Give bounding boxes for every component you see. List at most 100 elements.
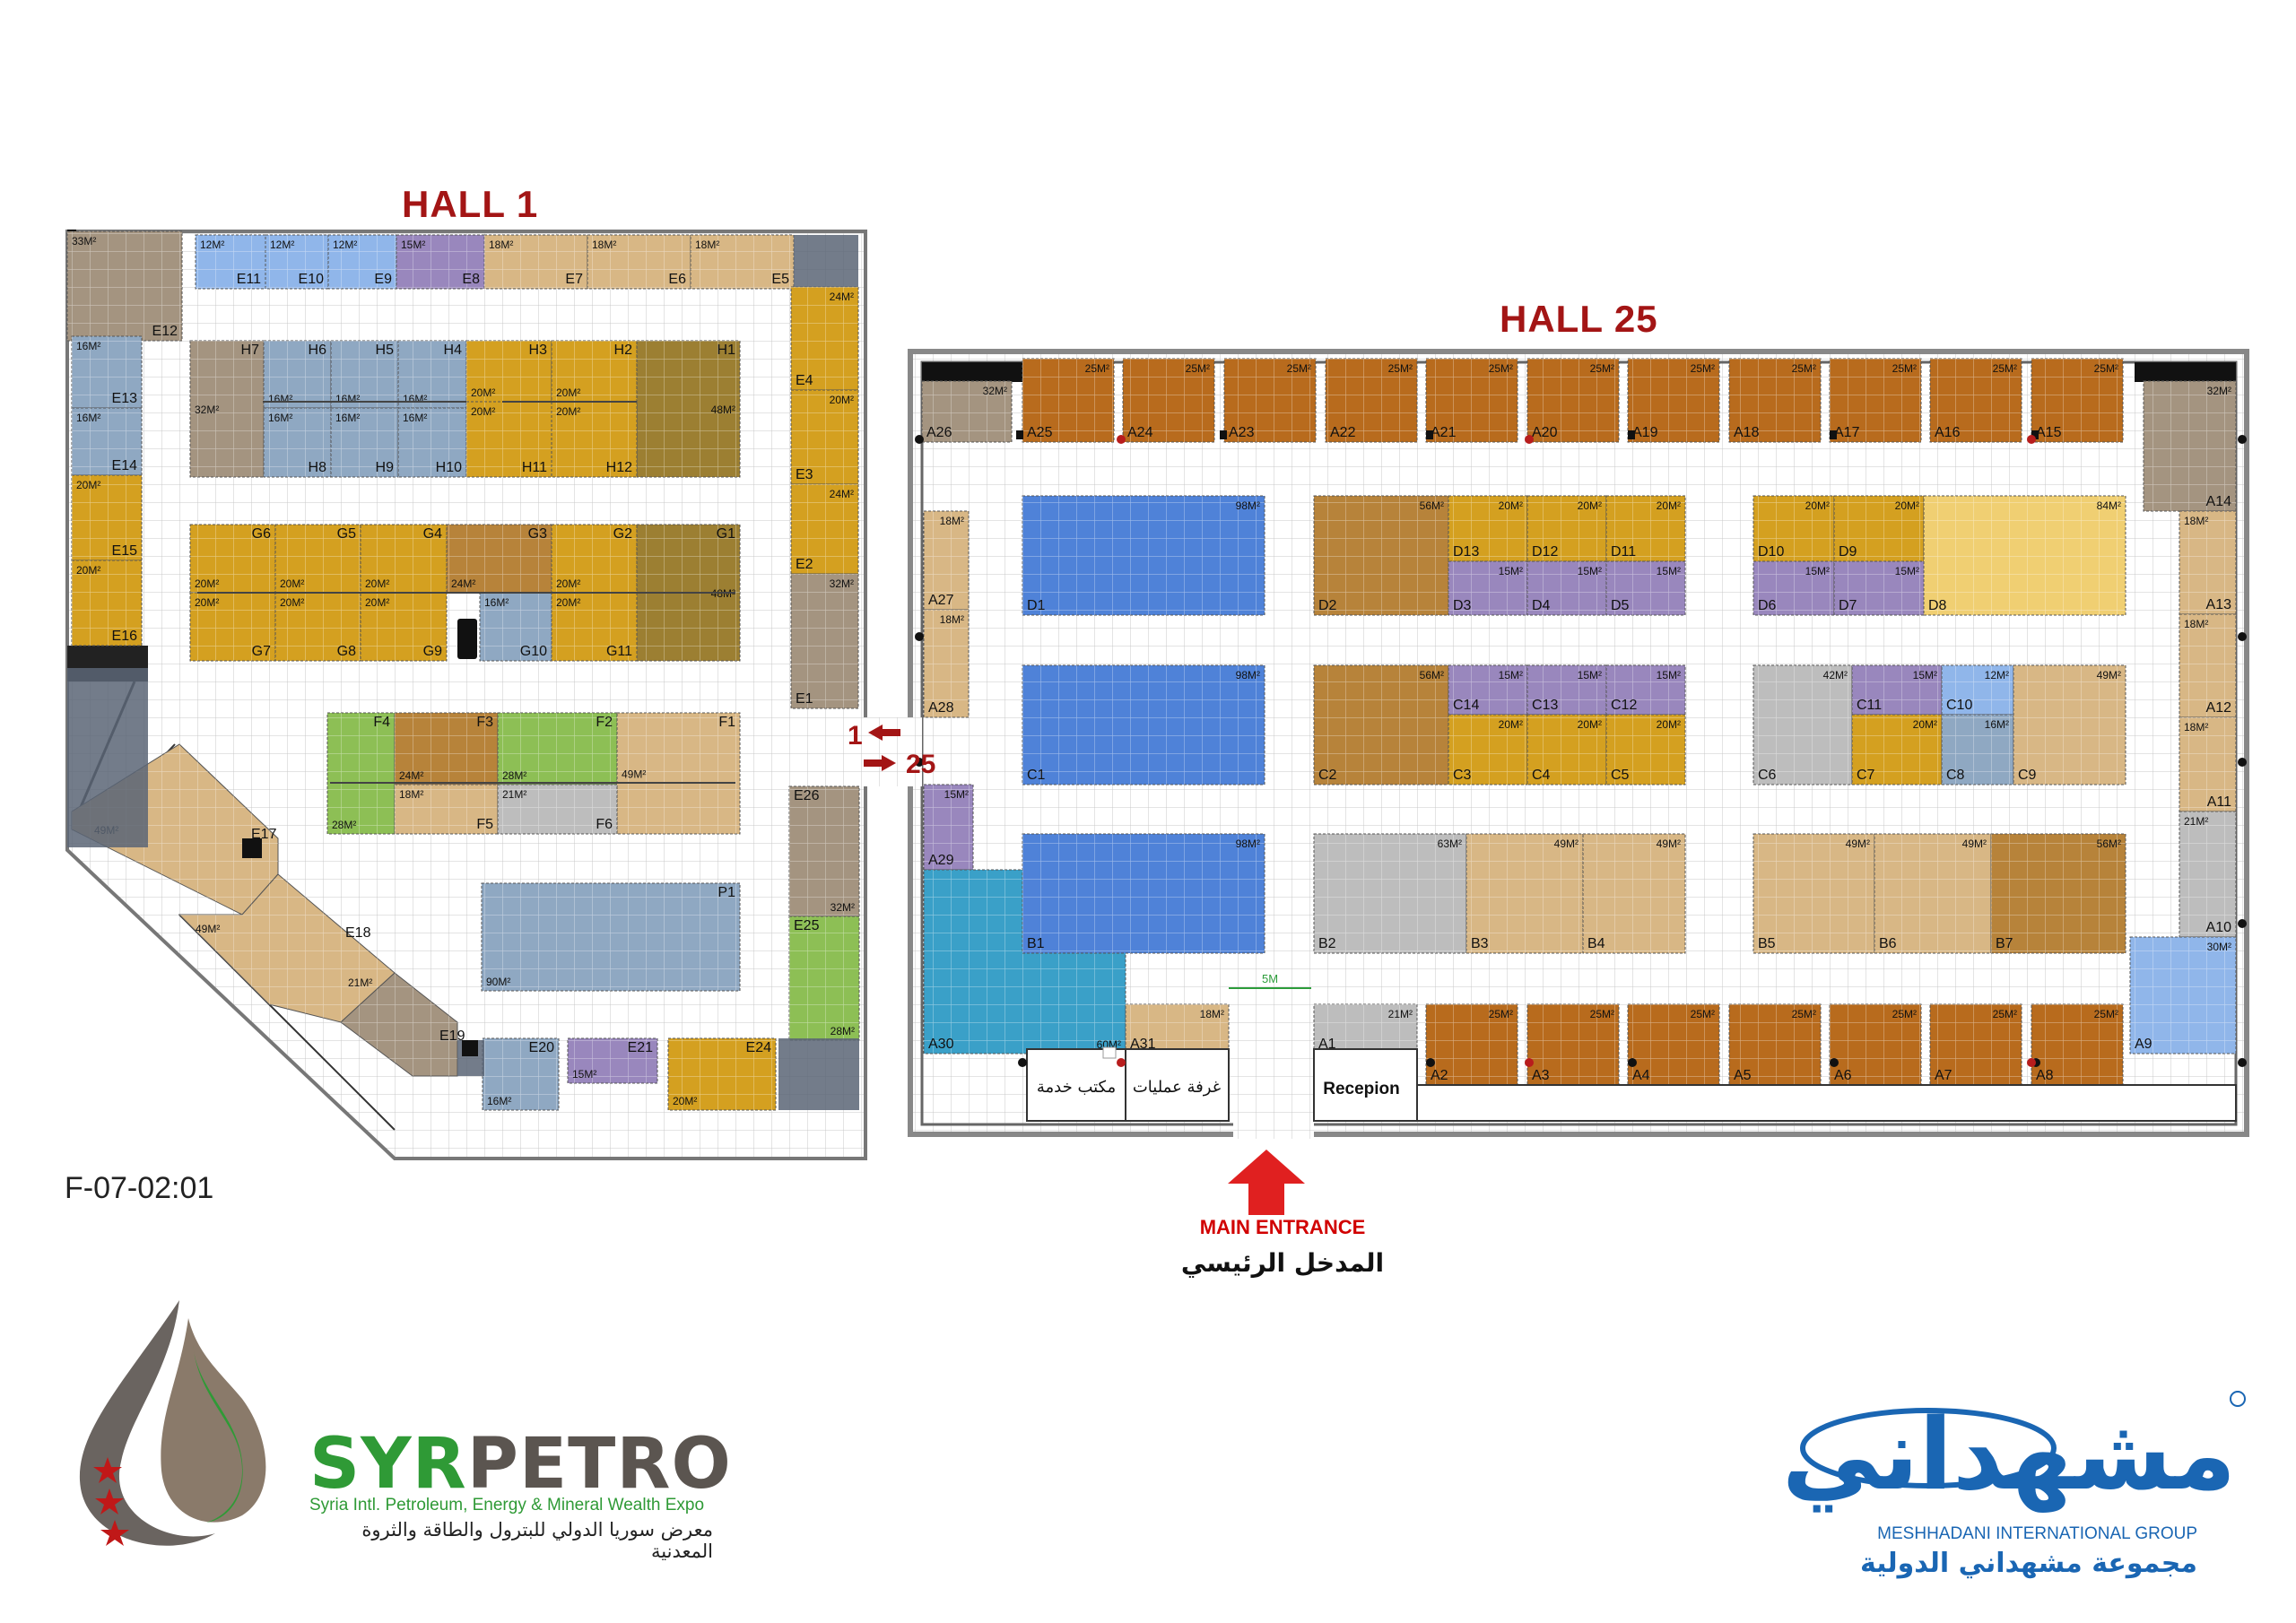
booth-f3[interactable]: F324M²	[394, 712, 499, 785]
booth-e12[interactable]: E1233M²	[66, 230, 183, 342]
booth-a1[interactable]: A121M²	[1313, 1003, 1418, 1055]
booth-d13[interactable]: D1320M²	[1448, 495, 1528, 562]
booth-g7[interactable]: G720M²	[189, 592, 276, 662]
booth-a5[interactable]: A525M²	[1728, 1003, 1822, 1086]
booth-a29[interactable]: A2915M²	[923, 784, 974, 871]
booth-f1[interactable]: F149M²	[616, 712, 741, 835]
booth-a28[interactable]: A2818M²	[923, 609, 970, 718]
booth-e11[interactable]: E1112M²	[195, 234, 266, 290]
booth-h1[interactable]: H148M²	[636, 340, 741, 478]
booth-e1[interactable]: E132M²	[790, 573, 859, 709]
booth-g5[interactable]: G520M²	[274, 524, 361, 594]
booth-a19[interactable]: A1925M²	[1627, 358, 1720, 443]
booth-h7[interactable]: H732M²	[189, 340, 265, 478]
booth-g9[interactable]: G920M²	[360, 592, 448, 662]
booth-a9[interactable]: A930M²	[2129, 936, 2237, 1055]
booth-d2[interactable]: D256M²	[1313, 495, 1449, 616]
booth-f6[interactable]: F621M²	[497, 784, 618, 835]
booth-a31[interactable]: A3118M²	[1125, 1003, 1230, 1055]
booth-a15[interactable]: A1525M²	[2031, 358, 2124, 443]
booth-e10[interactable]: E1012M²	[265, 234, 329, 290]
booth-e26[interactable]: E2632M²	[788, 785, 860, 917]
booth-b6[interactable]: B649M²	[1874, 833, 1992, 954]
booth-e9[interactable]: E912M²	[327, 234, 397, 290]
booth-c3[interactable]: C320M²	[1448, 714, 1528, 785]
booth-e14[interactable]: E1416M²	[71, 407, 143, 476]
booth-c10[interactable]: C1012M²	[1941, 664, 2014, 716]
booth-c4[interactable]: C420M²	[1526, 714, 1607, 785]
booth-h10[interactable]: H1016M²	[397, 407, 467, 478]
booth-d12[interactable]: D1220M²	[1526, 495, 1607, 562]
booth-d11[interactable]: D1120M²	[1605, 495, 1686, 562]
booth-d7[interactable]: D715M²	[1833, 560, 1925, 616]
booth-e4[interactable]: E424M²	[790, 286, 859, 391]
booth-e5[interactable]: E518M²	[690, 234, 795, 290]
booth-g2[interactable]: G220M²	[551, 524, 638, 594]
booth-e3[interactable]: E320M²	[790, 389, 859, 485]
booth-h9[interactable]: H916M²	[330, 407, 399, 478]
booth-c9[interactable]: C949M²	[2013, 664, 2126, 785]
booth-e8[interactable]: E815M²	[396, 234, 485, 290]
booth-a17[interactable]: A1725M²	[1829, 358, 1922, 443]
booth-h5[interactable]: H516M²	[330, 340, 399, 409]
booth-a26[interactable]: A2632M²	[921, 380, 1013, 443]
booth-c1[interactable]: C198M²	[1022, 664, 1265, 785]
booth-a12[interactable]: A1218M²	[2179, 613, 2237, 718]
booth-c13[interactable]: C1315M²	[1526, 664, 1607, 716]
booth-a3[interactable]: A325M²	[1526, 1003, 1620, 1086]
booth-p1[interactable]: P190M²	[481, 882, 741, 992]
booth-b3[interactable]: B349M²	[1465, 833, 1584, 954]
booth-h11[interactable]: H1120M²	[465, 401, 552, 478]
booth-a16[interactable]: A1625M²	[1929, 358, 2022, 443]
booth-c8[interactable]: C816M²	[1941, 714, 2014, 785]
booth-b2[interactable]: B263M²	[1313, 833, 1467, 954]
booth-a27[interactable]: A2718M²	[923, 510, 970, 611]
booth-f4[interactable]: F428M²	[326, 712, 396, 835]
booth-b5[interactable]: B549M²	[1752, 833, 1875, 954]
booth-e16[interactable]: E1620M²	[71, 560, 143, 647]
booth-g3[interactable]: G324M²	[446, 524, 552, 594]
booth-c5[interactable]: C520M²	[1605, 714, 1686, 785]
booth-a13[interactable]: A1318M²	[2179, 510, 2237, 615]
booth-e24[interactable]: E2420M²	[667, 1037, 777, 1111]
booth-f2[interactable]: F228M²	[497, 712, 618, 785]
booth-a24[interactable]: A2425M²	[1122, 358, 1215, 443]
booth-c6[interactable]: C642M²	[1752, 664, 1853, 785]
booth-h12[interactable]: H1220M²	[551, 401, 638, 478]
booth-b4[interactable]: B449M²	[1582, 833, 1686, 954]
booth-g11[interactable]: G1120M²	[551, 592, 638, 662]
booth-e20[interactable]: E2016M²	[482, 1037, 560, 1111]
booth-e13[interactable]: E1316M²	[71, 335, 143, 409]
booth-a7[interactable]: A725M²	[1929, 1003, 2022, 1086]
booth-a22[interactable]: A2225M²	[1325, 358, 1418, 443]
booth-a18[interactable]: A1825M²	[1728, 358, 1822, 443]
booth-g4[interactable]: G420M²	[360, 524, 448, 594]
booth-a25[interactable]: A2525M²	[1022, 358, 1115, 443]
booth-g6[interactable]: G620M²	[189, 524, 276, 594]
booth-e21[interactable]: E2115M²	[567, 1037, 658, 1084]
booth-a2[interactable]: A225M²	[1425, 1003, 1518, 1086]
booth-d4[interactable]: D415M²	[1526, 560, 1607, 616]
booth-d9[interactable]: D920M²	[1833, 495, 1925, 562]
booth-a23[interactable]: A2325M²	[1223, 358, 1317, 443]
booth-a8[interactable]: A825M²	[2031, 1003, 2124, 1086]
booth-a14[interactable]: A1432M²	[2143, 380, 2237, 512]
booth-c14[interactable]: C1415M²	[1448, 664, 1528, 716]
booth-d5[interactable]: D515M²	[1605, 560, 1686, 616]
booth-h8[interactable]: H816M²	[263, 407, 332, 478]
booth-a20[interactable]: A2025M²	[1526, 358, 1620, 443]
booth-h2[interactable]: H220M²	[551, 340, 638, 403]
booth-c11[interactable]: C1115M²	[1851, 664, 1943, 716]
booth-a4[interactable]: A425M²	[1627, 1003, 1720, 1086]
booth-g8[interactable]: G820M²	[274, 592, 361, 662]
booth-d6[interactable]: D615M²	[1752, 560, 1835, 616]
booth-e15[interactable]: E1520M²	[71, 474, 143, 561]
booth-b7[interactable]: B756M²	[1990, 833, 2126, 954]
booth-c2[interactable]: C256M²	[1313, 664, 1449, 785]
booth-a21[interactable]: A2125M²	[1425, 358, 1518, 443]
booth-a6[interactable]: A625M²	[1829, 1003, 1922, 1086]
booth-f5[interactable]: F518M²	[394, 784, 499, 835]
booth-e25[interactable]: E2528M²	[788, 916, 860, 1041]
booth-d3[interactable]: D315M²	[1448, 560, 1528, 616]
booth-c7[interactable]: C720M²	[1851, 714, 1943, 785]
